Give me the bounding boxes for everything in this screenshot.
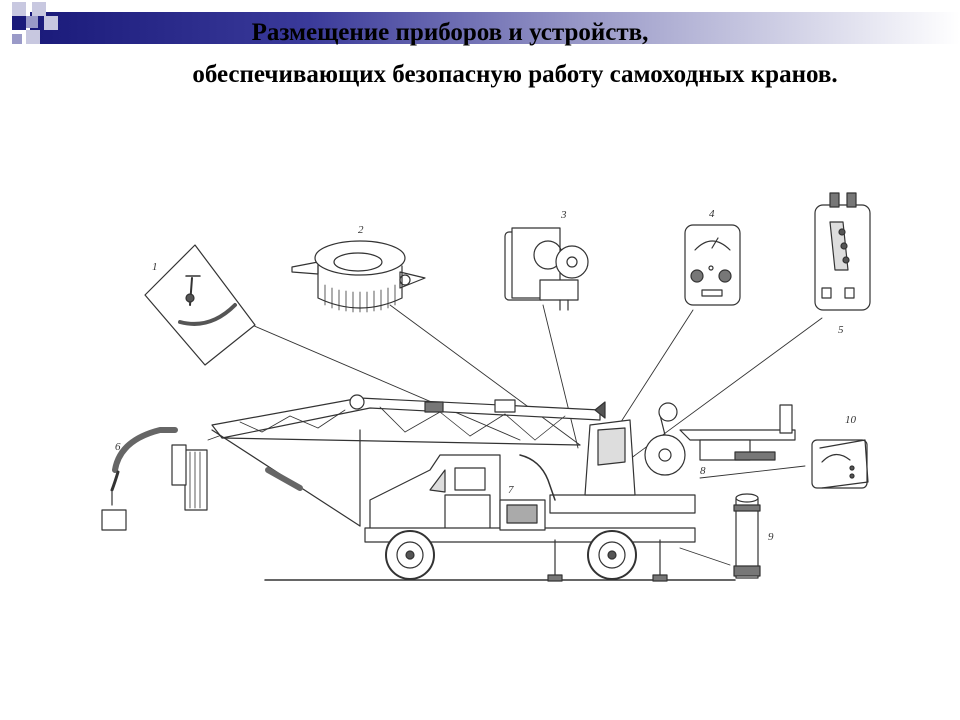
device-4-indicator-box bbox=[684, 224, 741, 306]
device-9-cylinder bbox=[733, 493, 761, 579]
callout-1: 1 bbox=[152, 261, 158, 273]
crane-boom bbox=[211, 394, 606, 527]
device-6-boom-head bbox=[101, 427, 208, 531]
callout-3: 3 bbox=[560, 209, 567, 221]
device-2-sensor bbox=[291, 240, 426, 313]
title-line-1: Размещение приборов и устройств, bbox=[251, 19, 649, 46]
device-1-load-indicator bbox=[144, 244, 256, 366]
title-line-2: обеспечивающих безопасную работу самоход… bbox=[192, 61, 838, 88]
header-gradient-band bbox=[30, 12, 960, 44]
callout-4: 4 bbox=[709, 208, 715, 220]
callout-8: 8 bbox=[700, 465, 706, 477]
device-5-control-unit bbox=[814, 192, 871, 311]
truck-crane bbox=[364, 402, 796, 582]
callout-10: 10 bbox=[845, 414, 857, 426]
callout-5: 5 bbox=[838, 324, 844, 336]
device-3-limit-switch bbox=[504, 227, 589, 311]
slide-title: Размещение приборов и устройств, обеспеч… bbox=[0, 12, 960, 96]
callout-9: 9 bbox=[768, 531, 774, 543]
callout-6: 6 bbox=[115, 441, 121, 453]
corner-squares-decoration bbox=[12, 2, 58, 44]
callout-2: 2 bbox=[358, 224, 364, 236]
device-10-meter-box bbox=[811, 439, 869, 489]
callout-7: 7 bbox=[508, 484, 514, 496]
callout-numbers: 1 2 3 4 5 6 7 8 9 10 bbox=[115, 208, 857, 543]
